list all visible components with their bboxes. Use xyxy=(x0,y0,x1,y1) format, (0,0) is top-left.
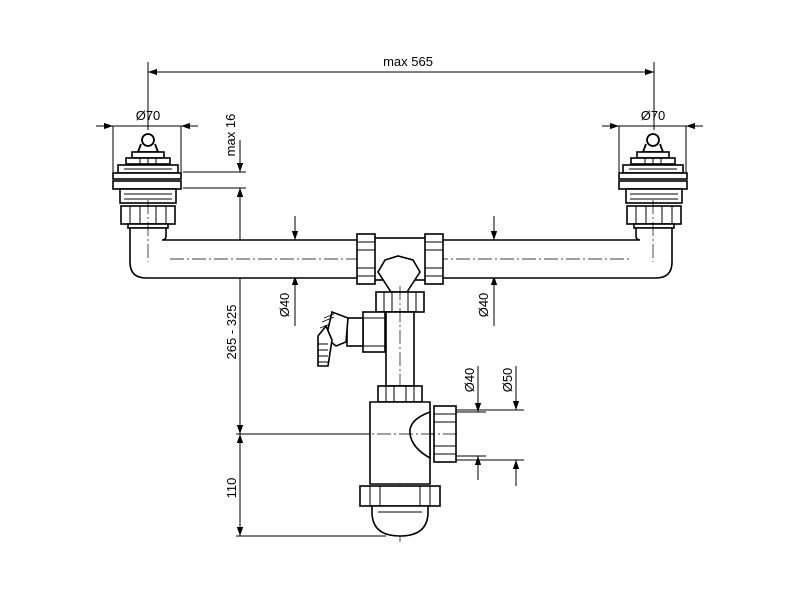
left-drain-assembly xyxy=(112,133,182,229)
dimension-pipe-right-diameter: Ø40 xyxy=(476,216,498,326)
pipe-left-diameter-label: Ø40 xyxy=(277,293,292,318)
dimension-trap-height: 110 xyxy=(224,434,386,537)
flange-height-label: max 16 xyxy=(223,114,238,157)
dimension-flange-height: max 16 xyxy=(183,114,246,218)
dimension-left-outlet-diameter: Ø70 xyxy=(96,108,198,178)
appliance-connector xyxy=(317,310,386,367)
outlet-inner-diameter-label: Ø40 xyxy=(462,368,477,393)
bottle-trap xyxy=(245,401,460,537)
outlet-outer-diameter-label: Ø50 xyxy=(500,368,515,393)
width-label: max 565 xyxy=(383,54,433,69)
dimension-pipe-left-diameter: Ø40 xyxy=(277,216,299,326)
left-outlet-diameter-label: Ø70 xyxy=(136,108,161,123)
dimension-right-outlet-diameter: Ø70 xyxy=(602,108,703,178)
t-fitting xyxy=(356,233,444,293)
trap-height-label: 110 xyxy=(224,478,239,499)
overall-height-label: 265 - 325 xyxy=(224,305,239,360)
dimension-width: max 565 xyxy=(147,54,655,130)
right-outlet-diameter-label: Ø70 xyxy=(641,108,666,123)
pipe-right-diameter-label: Ø40 xyxy=(476,293,491,318)
dimension-outlet-inner-diameter: Ø40 xyxy=(456,366,486,480)
dimension-outlet-outer-diameter: Ø50 xyxy=(456,366,524,486)
right-drain-assembly xyxy=(618,133,688,229)
